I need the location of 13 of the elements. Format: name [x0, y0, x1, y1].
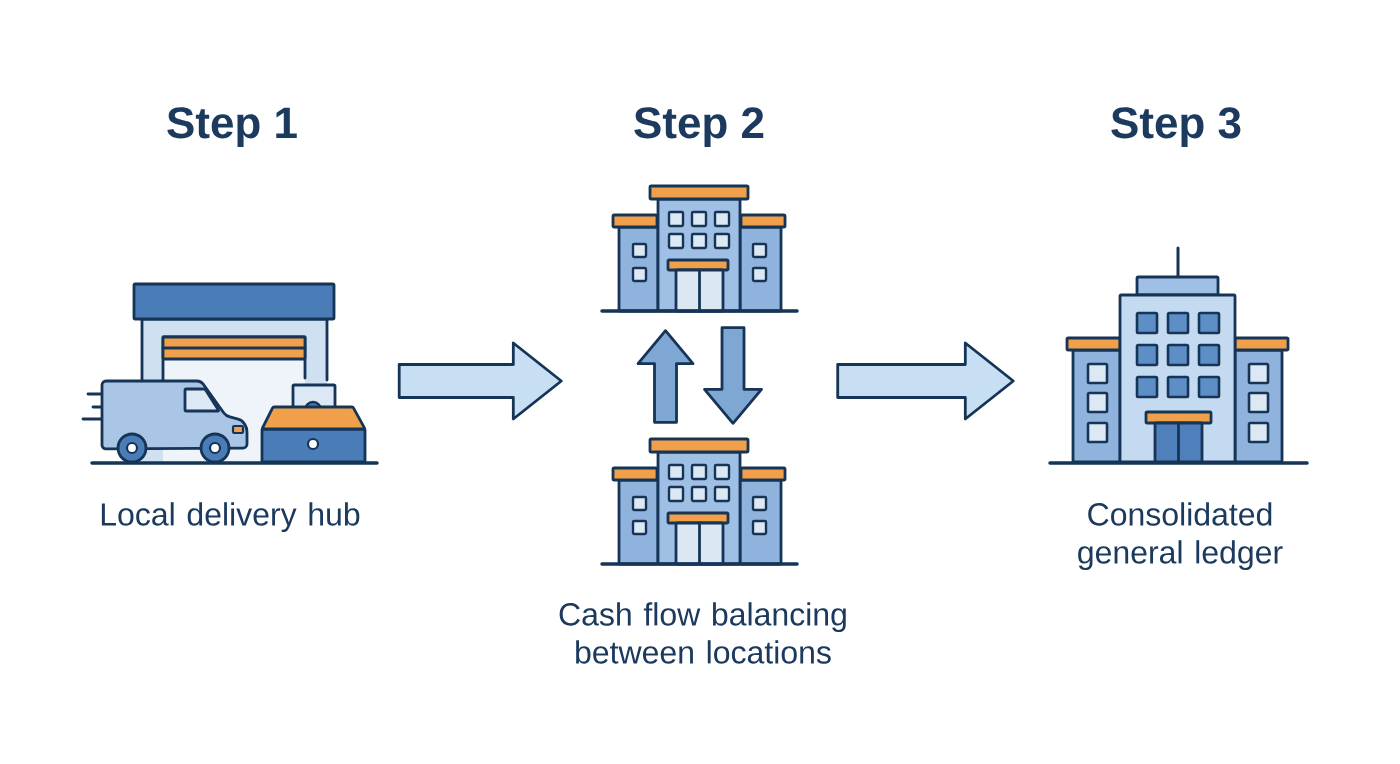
building-drawing	[600, 184, 799, 313]
block-arrow	[397, 341, 563, 421]
building-drawing	[1048, 246, 1309, 465]
node-label: Cash flow balancing between locations	[559, 602, 846, 664]
block-arrow	[636, 329, 695, 424]
node-label: Local delivery hub	[101, 502, 360, 532]
node-label: Consolidated general ledger	[1078, 502, 1283, 570]
step-heading: Step 1	[167, 107, 297, 148]
delivery-hub-drawing	[81, 282, 379, 465]
block-arrow	[703, 326, 763, 425]
building-drawing	[600, 437, 799, 566]
block-arrow	[836, 341, 1015, 421]
step-heading: Step 3	[1111, 107, 1241, 148]
